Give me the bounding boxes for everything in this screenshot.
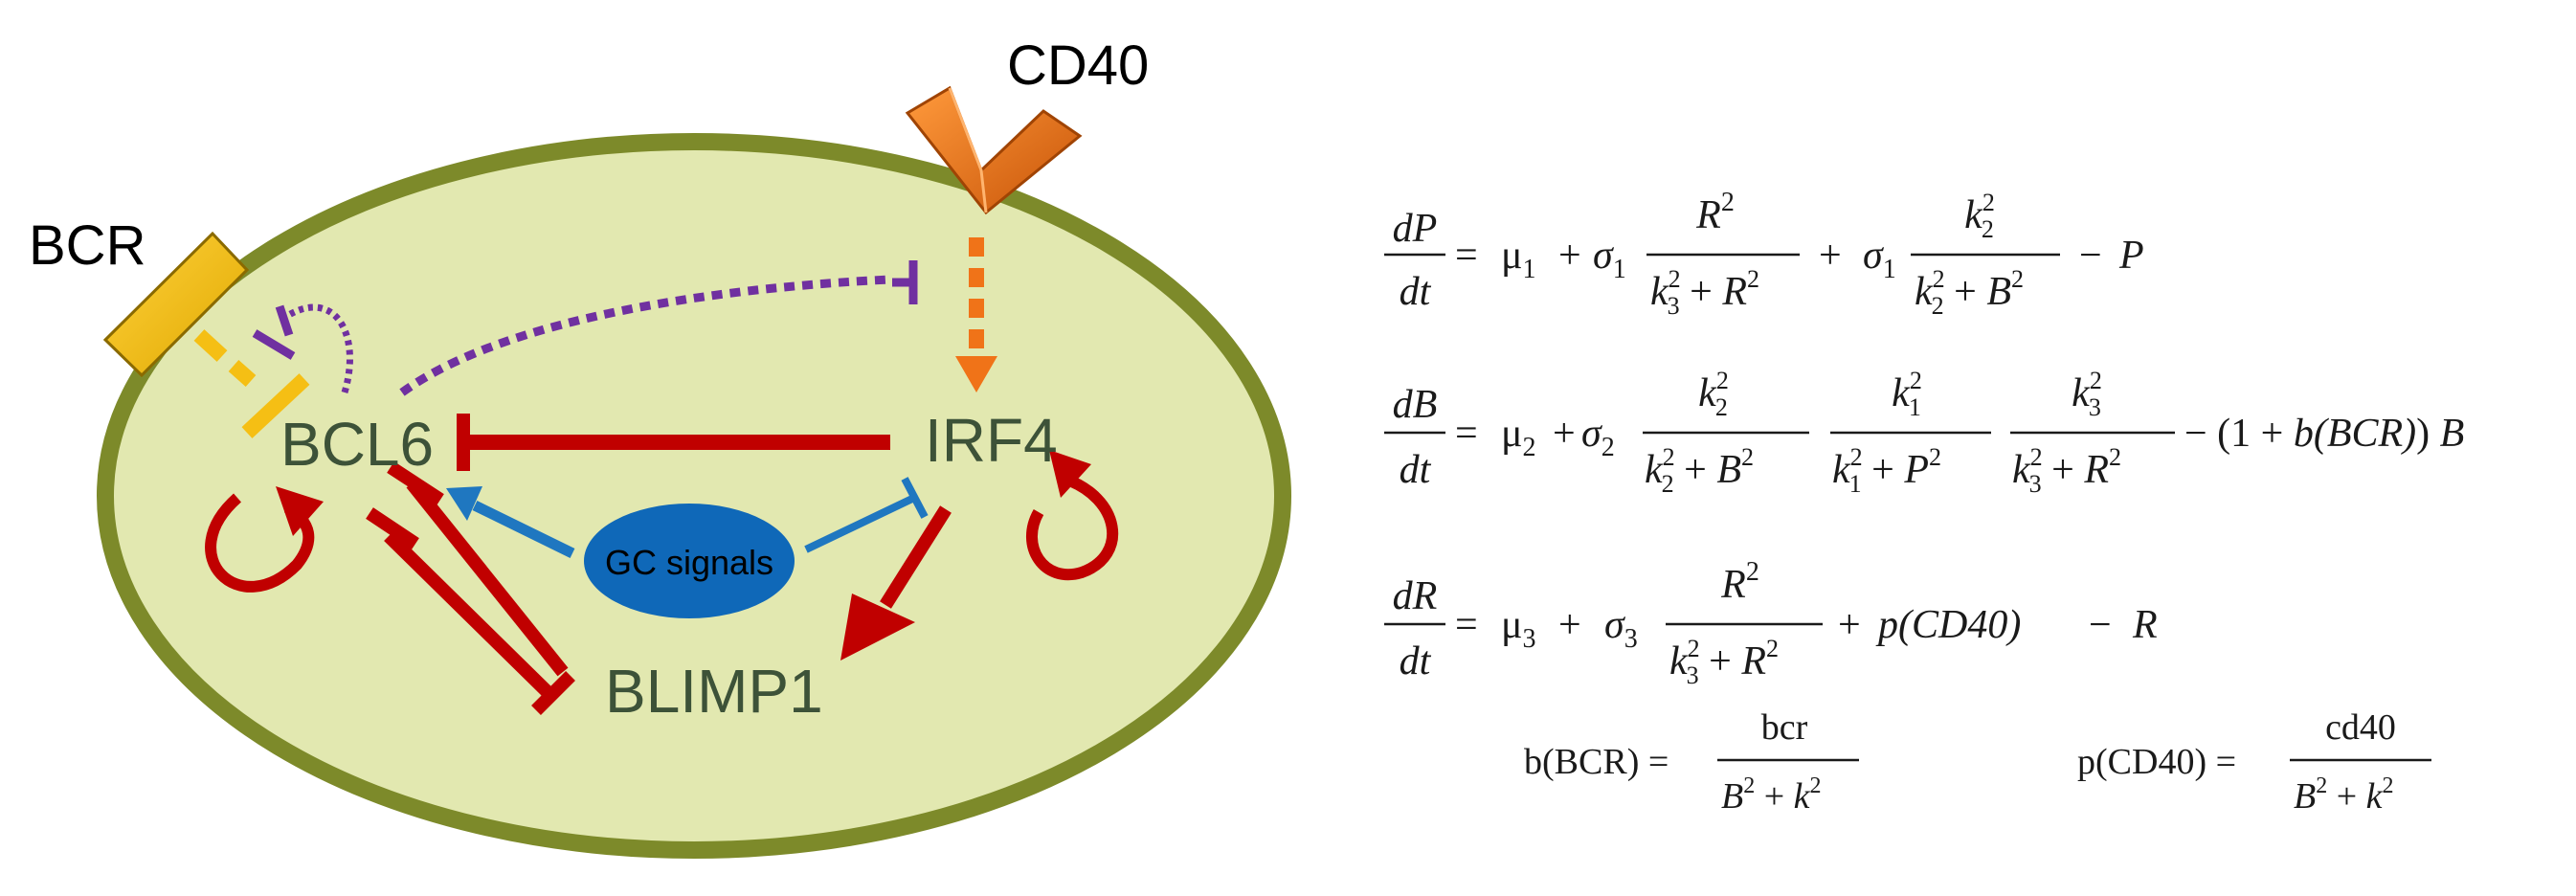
- irf4-node: IRF4: [925, 406, 1058, 475]
- eq-r-tail: R: [2132, 603, 2158, 647]
- cd40-to-irf4-arrow: [955, 237, 997, 392]
- eq-b-lhs-num: dB: [1393, 383, 1438, 427]
- eq-p-lhs-num: dP: [1393, 207, 1438, 251]
- gc-signals-label: GC signals: [605, 543, 773, 582]
- bcl6-self-loop: [205, 486, 324, 593]
- bcl6-blimp1-mutual-repression: [366, 461, 575, 715]
- cell-diagram: CD40 BCR: [29, 34, 1291, 859]
- blimp1-node: BLIMP1: [605, 657, 823, 726]
- eq-r-lhs-den: dt: [1400, 639, 1432, 683]
- eq-b-sigma: σ2: [1581, 412, 1615, 462]
- bcr-receptor-icon: [102, 231, 250, 378]
- irf4-activates-blimp1: [840, 505, 952, 661]
- irf4-inhibits-bcl6: [457, 414, 890, 471]
- def-b-lhs: b(BCR) =: [1524, 742, 1669, 782]
- bcl6-to-cd40-purple-inhibition: [399, 260, 918, 396]
- eq-p-lhs-den: dt: [1400, 270, 1432, 314]
- svg-text:+: +: [1838, 603, 1861, 647]
- svg-text:−: −: [2089, 603, 2112, 647]
- svg-text:+: +: [1819, 234, 1842, 278]
- cell-membrane: [97, 133, 1291, 859]
- eq-b-tail: − (1 + b(BCR)) B: [2184, 412, 2464, 456]
- eq-r-mu: μ3: [1501, 603, 1536, 654]
- bcr-signal-dashes: [193, 329, 310, 438]
- eq-p-frac1-num: R2: [1695, 188, 1735, 237]
- svg-text:σ1: σ1: [1863, 234, 1896, 284]
- svg-text:+: +: [1558, 603, 1581, 647]
- def-p-num: cd40: [2325, 707, 2396, 748]
- definition-b-bcr: b(BCR) = bcr B2 + k2: [1524, 707, 1859, 817]
- cd40-receptor-icon: [905, 85, 1083, 215]
- svg-text:=: =: [1455, 412, 1478, 456]
- eq-r-lhs-num: dR: [1393, 574, 1438, 618]
- eq-b-mu: μ2: [1501, 412, 1536, 462]
- eq-b-lhs-den: dt: [1400, 448, 1432, 492]
- bcl6-node: BCL6: [280, 410, 434, 479]
- eq-r-sigma: σ3: [1604, 603, 1638, 654]
- svg-text:−: −: [2079, 234, 2102, 278]
- def-p-lhs: p(CD40) =: [2077, 742, 2236, 782]
- def-b-num: bcr: [1761, 707, 1808, 748]
- eq-r-frac-num: R2: [1720, 557, 1759, 607]
- gc-inhibits-irf4: [804, 477, 929, 553]
- gc-to-bcl6-arrow: [446, 486, 575, 558]
- cd40-label: CD40: [1007, 34, 1149, 97]
- eq-p-sigma: σ1: [1593, 234, 1626, 284]
- eq-p-tail: P: [2118, 234, 2144, 278]
- svg-text:=: =: [1455, 603, 1478, 647]
- svg-text:+: +: [1558, 234, 1581, 278]
- bcr-label: BCR: [29, 214, 146, 277]
- bcl6-purple-self-loop: [252, 303, 353, 394]
- eq-p-mu: μ1: [1501, 234, 1536, 284]
- def-b-den: B2 + k2: [1721, 773, 1822, 817]
- eq-r-p-term: p(CD40): [1875, 603, 2021, 647]
- irf4-self-loop: [1025, 450, 1119, 580]
- def-p-den: B2 + k2: [2294, 773, 2394, 817]
- svg-text:+: +: [1553, 412, 1576, 456]
- definition-p-cd40: p(CD40) = cd40 B2 + k2: [2077, 707, 2431, 817]
- gc-signals-node: [584, 504, 795, 618]
- svg-text:=: =: [1455, 234, 1478, 278]
